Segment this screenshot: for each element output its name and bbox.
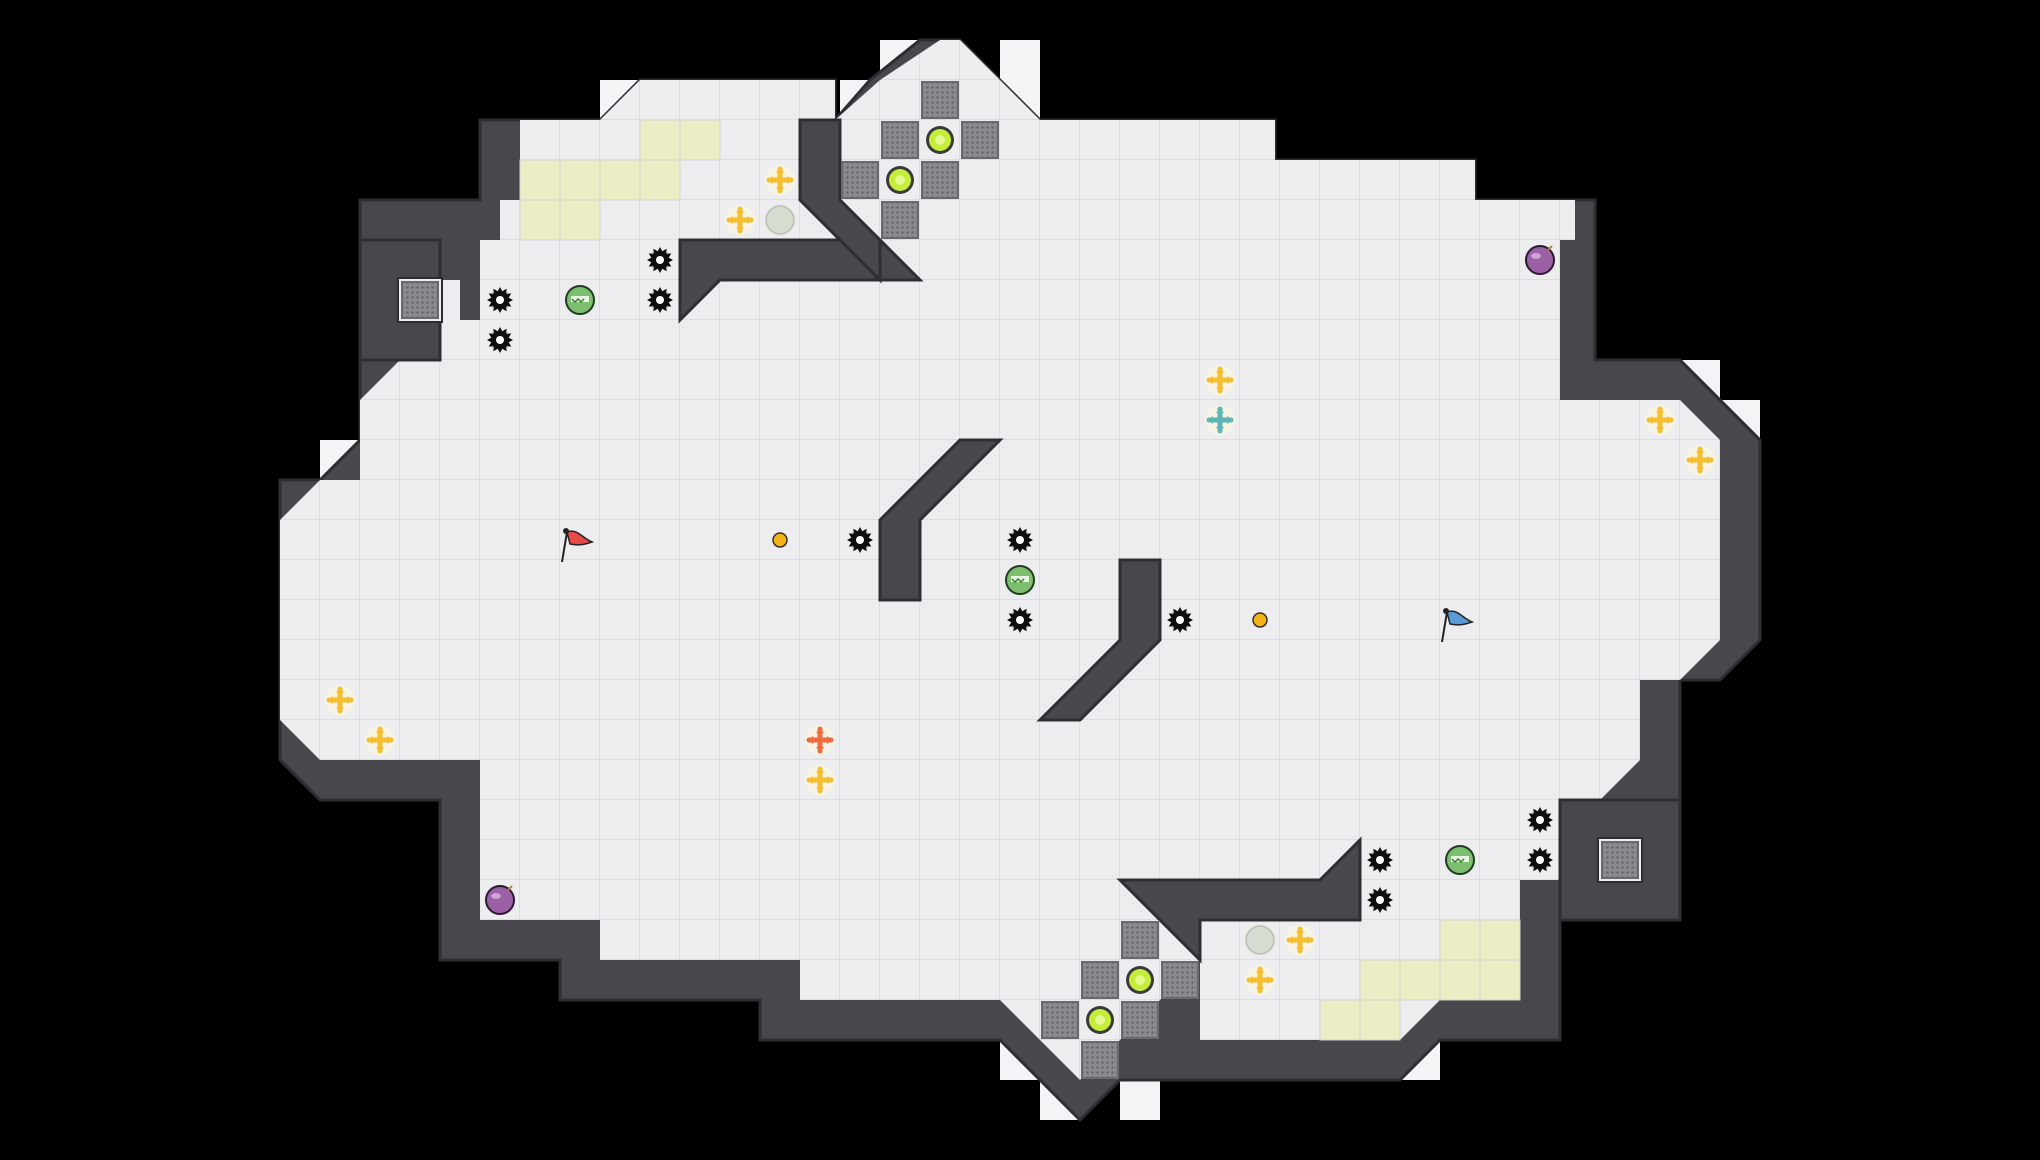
- speed-boost-icon: [1685, 445, 1715, 475]
- sand-tile: [519, 159, 561, 201]
- speed-boost-red-icon: [805, 725, 835, 755]
- sand-tile: [639, 159, 681, 201]
- blue-flag-icon: [1441, 608, 1475, 643]
- grate-pad-icon: [401, 281, 439, 319]
- grate-pad-icon: [1121, 921, 1159, 959]
- speed-boost-icon: [1245, 965, 1275, 995]
- inner-wall: [1036, 558, 1162, 722]
- speed-boost-icon: [365, 725, 395, 755]
- dormant-boost-icon: [765, 205, 795, 235]
- grate-pad-icon: [1601, 841, 1639, 879]
- grate-pad-icon: [1041, 1001, 1079, 1039]
- bomb-powerup-icon: [1525, 245, 1555, 275]
- portal-orb-icon: [926, 126, 954, 154]
- red-flag-icon: [561, 528, 595, 563]
- sand-tile: [639, 119, 681, 161]
- portal-orb-icon: [1086, 1006, 1114, 1034]
- map-items: [325, 126, 1715, 1034]
- grate-pad-icon: [921, 81, 959, 119]
- coin-icon: [772, 532, 788, 548]
- spike-mine-icon: [647, 287, 673, 313]
- grate-pad-icon: [1081, 1041, 1119, 1079]
- speed-boost-icon: [765, 165, 795, 195]
- spike-mine-icon: [1367, 847, 1393, 873]
- slow-tiles: [519, 119, 1521, 1041]
- sand-tile: [559, 199, 601, 241]
- grate-pad-icon: [881, 201, 919, 239]
- inner-wall: [1116, 836, 1362, 964]
- grate-pad-icon: [961, 121, 999, 159]
- sand-tile: [1439, 919, 1481, 961]
- inner-walls: [358, 118, 1682, 964]
- sand-tile: [1359, 999, 1401, 1041]
- spike-mine-icon: [487, 327, 513, 353]
- spike-mine-icon: [1527, 807, 1553, 833]
- grate-pad-icon: [1121, 1001, 1159, 1039]
- grate-pad-icon: [1161, 961, 1199, 999]
- sand-tile: [519, 199, 561, 241]
- inner-wall: [878, 438, 1004, 602]
- floor-area: [280, 40, 1720, 1080]
- spike-mine-icon: [647, 247, 673, 273]
- spike-mine-icon: [847, 527, 873, 553]
- sand-tile: [1359, 959, 1401, 1001]
- bomb-powerup-icon: [485, 885, 515, 915]
- grate-pads: [401, 81, 1639, 1079]
- speed-boost-icon: [1205, 365, 1235, 395]
- grate-pad-icon: [841, 161, 879, 199]
- ghost-tile: [1120, 1080, 1160, 1120]
- grate-pad-icon: [1081, 961, 1119, 999]
- sand-tile: [559, 159, 601, 201]
- speed-boost-icon: [1645, 405, 1675, 435]
- sand-tile: [1439, 959, 1481, 1001]
- speed-boost-icon: [725, 205, 755, 235]
- ghost-tile: [1000, 40, 1040, 80]
- spike-mine-icon: [1167, 607, 1193, 633]
- grate-pad-icon: [921, 161, 959, 199]
- spike-mine-icon: [487, 287, 513, 313]
- speed-boost-icon: [805, 765, 835, 795]
- inner-wall: [798, 118, 882, 284]
- portal-orb-icon: [886, 166, 914, 194]
- spike-mine-icon: [1007, 607, 1033, 633]
- coin-icon: [1252, 612, 1268, 628]
- spike-mine-icon: [1007, 527, 1033, 553]
- sand-tile: [1399, 959, 1441, 1001]
- grate-pad-icon: [881, 121, 919, 159]
- team-shield-icon: [565, 285, 595, 315]
- sand-tile: [679, 119, 721, 161]
- team-shield-icon: [1445, 845, 1475, 875]
- dormant-boost-icon: [1245, 925, 1275, 955]
- portal-orb-icon: [1126, 966, 1154, 994]
- sand-tile: [599, 159, 641, 201]
- team-shield-icon: [1005, 565, 1035, 595]
- spike-mine-icon: [1367, 887, 1393, 913]
- speed-boost-teal-icon: [1205, 405, 1235, 435]
- sand-tile: [1479, 959, 1521, 1001]
- speed-boost-icon: [325, 685, 355, 715]
- sand-tile: [1319, 999, 1361, 1041]
- sand-tile: [1479, 919, 1521, 961]
- spike-mine-icon: [1527, 847, 1553, 873]
- speed-boost-icon: [1285, 925, 1315, 955]
